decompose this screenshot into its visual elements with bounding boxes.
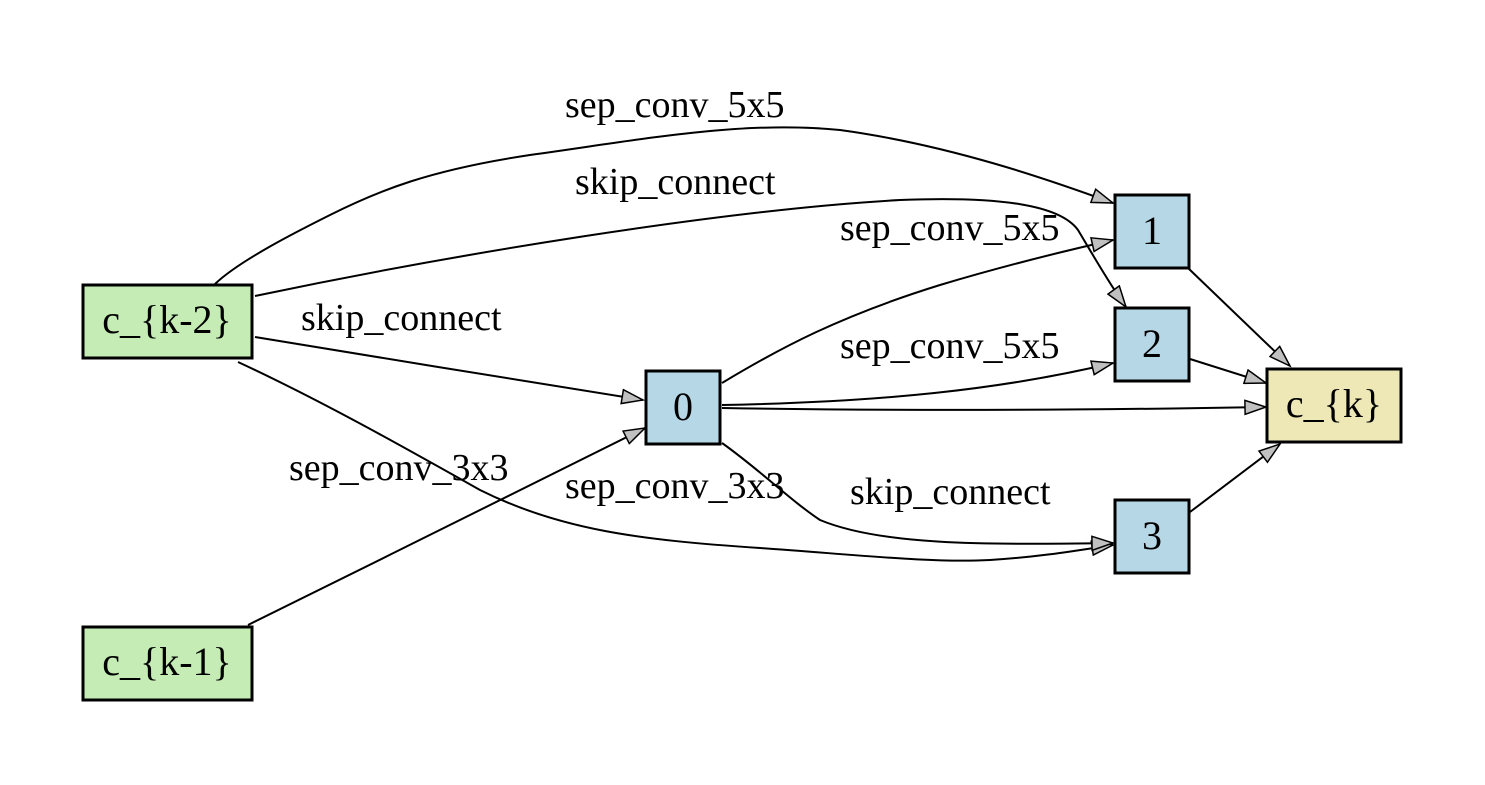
node-c-k-minus-2[interactable]: c_{k-2} (81, 283, 254, 360)
edge-label-ckm2-to-3: sep_conv_3x3 (565, 465, 785, 507)
edge-ckm1-to-0 (247, 428, 645, 626)
edge-2-to-ck (1189, 358, 1266, 383)
nodes-group: c_{k-2} c_{k-1} 0 1 2 3 c_ (81, 193, 1403, 702)
edge-label-0-to-1: sep_conv_5x5 (840, 207, 1060, 249)
edge-label-ckm2-to-1: sep_conv_5x5 (565, 84, 785, 126)
node-label-c-k-minus-1: c_{k-1} (102, 639, 231, 684)
node-label-0: 0 (673, 384, 693, 429)
edge-label-0-to-2: sep_conv_5x5 (840, 325, 1060, 367)
edges-group (214, 126, 1290, 626)
edge-0-to-2 (721, 363, 1113, 406)
node-box-c-k (1265, 367, 1403, 444)
node-0[interactable]: 0 (644, 369, 722, 446)
edge-1-to-ck (1187, 267, 1290, 366)
node-label-c-k-minus-2: c_{k-2} (102, 297, 231, 342)
edge-3-to-ck (1189, 444, 1280, 513)
node-label-3: 3 (1142, 513, 1162, 558)
node-2[interactable]: 2 (1113, 306, 1191, 383)
node-3[interactable]: 3 (1113, 498, 1191, 575)
node-box-0 (644, 369, 722, 446)
node-label-c-k: c_{k} (1286, 381, 1382, 426)
edge-label-ckm2-to-2: skip_connect (575, 161, 776, 203)
node-box-2 (1113, 306, 1191, 383)
node-box-c-k-minus-1 (81, 625, 254, 702)
edge-0-to-3 (721, 442, 1113, 544)
edge-label-ckm1-to-0: sep_conv_3x3 (289, 447, 509, 489)
edge-0-to-ck (721, 407, 1266, 410)
edge-ckm2-to-3 (237, 361, 1113, 562)
node-c-k[interactable]: c_{k} (1265, 367, 1403, 444)
edge-ckm2-to-2 (254, 198, 1126, 307)
edge-0-to-1 (721, 240, 1113, 384)
node-c-k-minus-1[interactable]: c_{k-1} (81, 625, 254, 702)
node-box-1 (1113, 193, 1191, 270)
node-box-3 (1113, 498, 1191, 575)
node-box-c-k-minus-2 (81, 283, 254, 360)
node-1[interactable]: 1 (1113, 193, 1191, 270)
edge-ckm2-to-1 (214, 126, 1113, 285)
node-label-2: 2 (1142, 321, 1162, 366)
edge-label-0-to-3: skip_connect (850, 471, 1051, 513)
edge-labels-group: sep_conv_5x5 skip_connect sep_conv_5x5 s… (289, 84, 1060, 513)
node-label-1: 1 (1142, 208, 1162, 253)
edge-ckm2-to-0 (254, 336, 643, 400)
edge-label-ckm2-to-0: skip_connect (301, 297, 502, 339)
